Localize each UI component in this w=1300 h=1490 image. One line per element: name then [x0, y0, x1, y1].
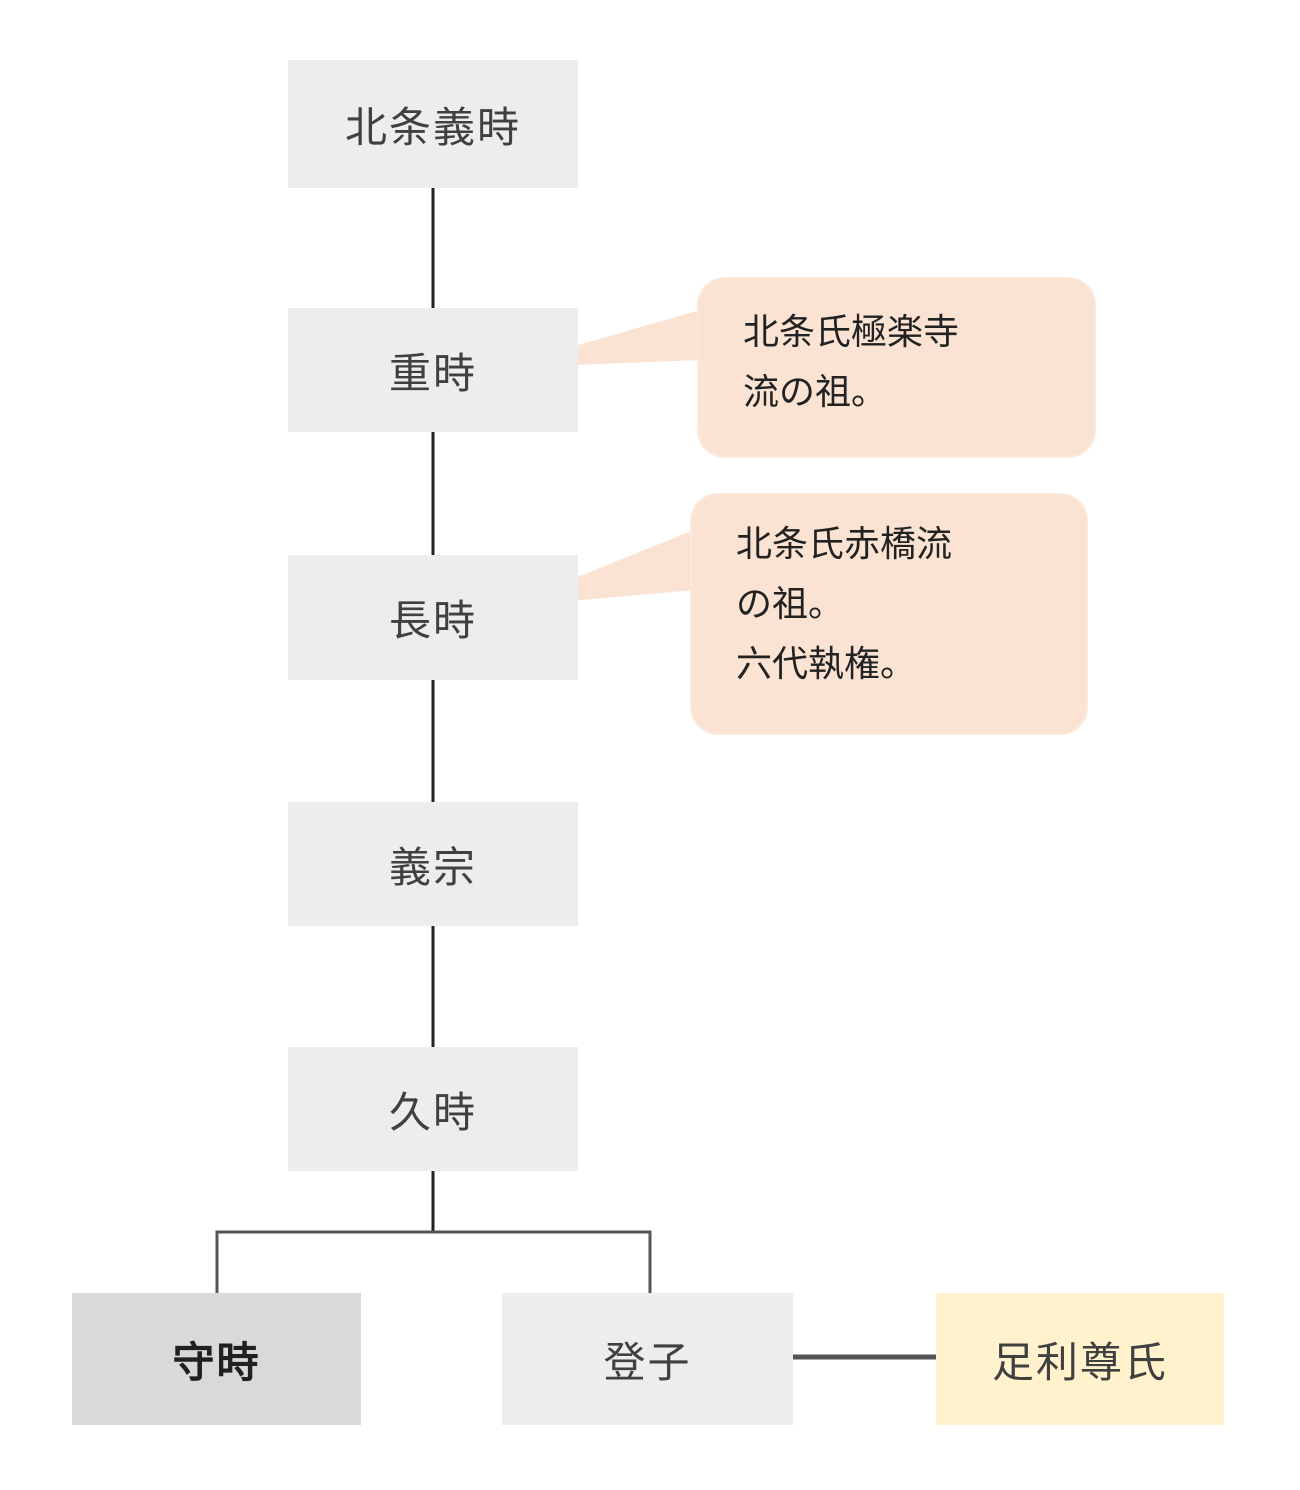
callout-shigetoki: 北条氏極楽寺 流の祖。 [697, 277, 1096, 458]
node-takauji: 足利尊氏 [936, 1293, 1224, 1425]
node-toshiko: 登子 [502, 1293, 793, 1425]
node-hisatoki: 久時 [288, 1047, 578, 1171]
callout-nagatoki: 北条氏赤橋流 の祖。 六代執権。 [690, 493, 1088, 735]
node-yoshimune: 義宗 [288, 802, 578, 926]
branch-line [215, 1230, 652, 1293]
node-shigetoki: 重時 [288, 308, 578, 432]
node-moritoki: 守時 [72, 1293, 361, 1425]
node-yoshitoki: 北条義時 [288, 60, 578, 188]
node-nagatoki: 長時 [288, 555, 578, 680]
